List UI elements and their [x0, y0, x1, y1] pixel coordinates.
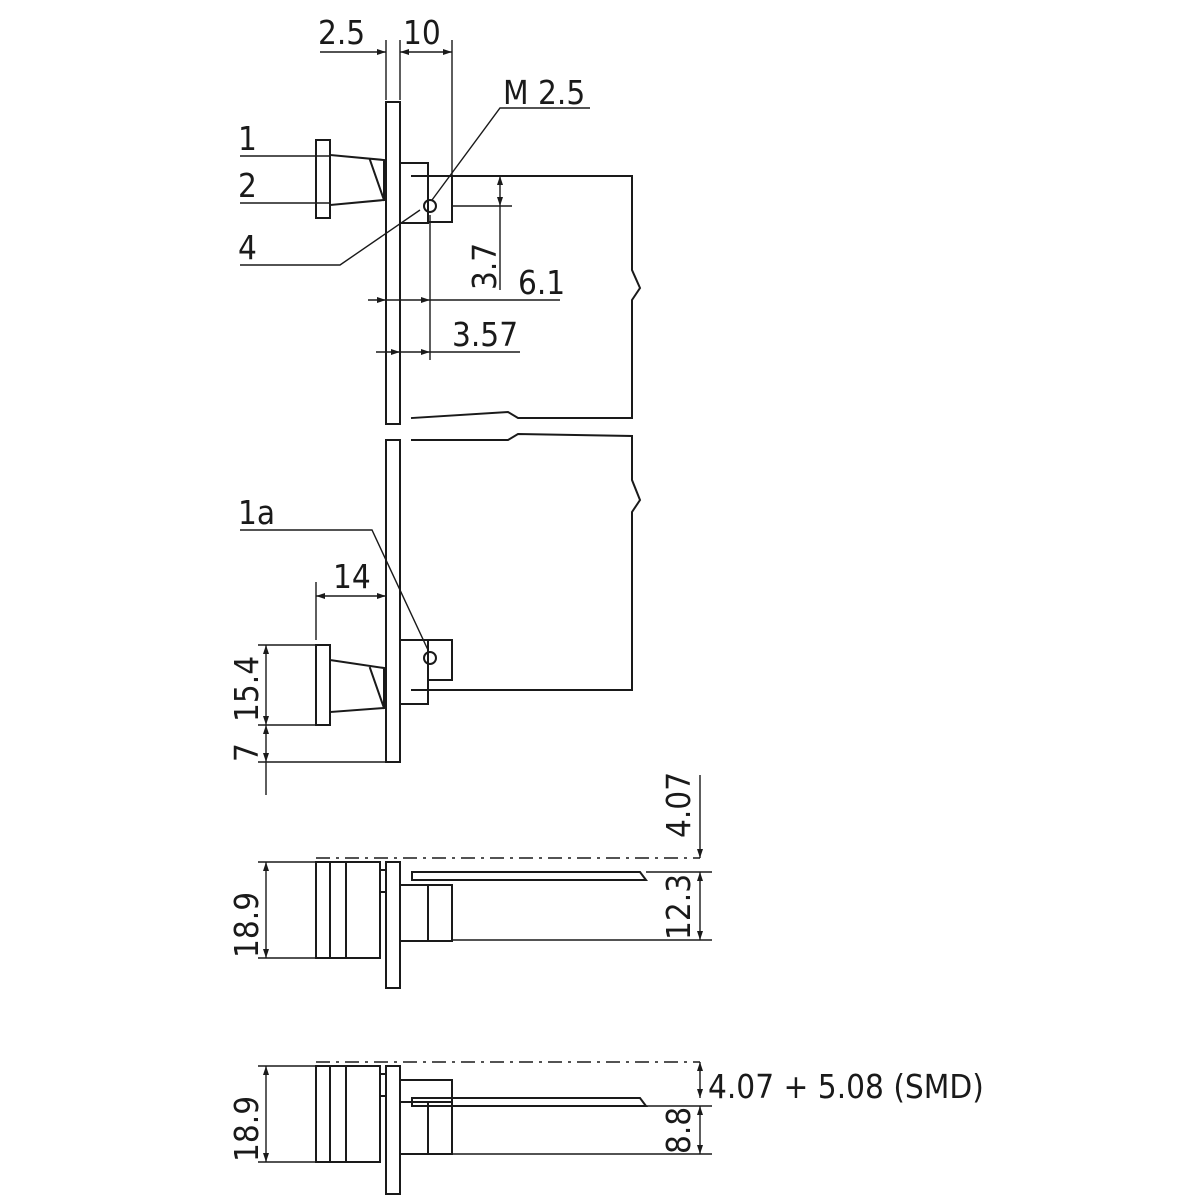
screw-hole-m25: [423, 199, 437, 213]
front-panel-upper: [385, 101, 401, 425]
screw-hole-1a: [423, 651, 437, 665]
label-part-1: 1: [238, 119, 257, 158]
dim-6-1: 6.1: [518, 263, 565, 302]
dim-18-9-a: 18.9: [227, 892, 266, 958]
panel-side1: [385, 861, 401, 989]
label-part-1a: 1a: [238, 493, 275, 532]
label-part-2: 2: [238, 166, 257, 205]
dim-15-4: 15.4: [227, 656, 266, 722]
label-m2-5: M 2.5: [503, 73, 585, 112]
dimensions-lower: 14 15.4 7: [227, 557, 386, 795]
dim-4-07: 4.07: [659, 772, 698, 838]
side-view-1: 18.9 4.07 12.3: [227, 772, 712, 989]
dim-3-57: 3.57: [452, 315, 518, 354]
dim-7: 7: [227, 743, 266, 762]
pcb-upper: [410, 175, 642, 420]
connector-plug-lower: [315, 644, 385, 726]
top-view-lower: [315, 432, 642, 763]
dimensions-top: 2.5 10 3.7 6.1 3.57: [318, 13, 565, 360]
side-view-2: 18.9 4.07 + 5.08 (SMD) 8.8: [227, 1061, 984, 1195]
label-part-4: 4: [238, 228, 257, 267]
dim-2-5: 2.5: [318, 13, 365, 52]
connector-body-side2: [315, 1065, 381, 1163]
dim-14: 14: [333, 557, 371, 596]
dim-8-8: 8.8: [659, 1107, 698, 1154]
dim-12-3: 12.3: [659, 874, 698, 940]
dim-10: 10: [403, 13, 441, 52]
leaders-lower: 1a: [238, 493, 429, 651]
connector-body-side1: [315, 861, 381, 959]
panel-side2: [385, 1065, 401, 1195]
pcb-side1: [411, 871, 648, 881]
dim-18-9-b: 18.9: [227, 1096, 266, 1162]
dim-smd: 4.07 + 5.08 (SMD): [708, 1067, 984, 1106]
front-panel-lower: [385, 439, 401, 763]
pcb-lower: [411, 432, 642, 691]
connector-plug-upper: [315, 139, 385, 219]
top-view-upper: [315, 101, 642, 425]
dim-3-7: 3.7: [465, 243, 504, 290]
leaders-upper: 1 2 4 M 2.5: [238, 73, 590, 267]
